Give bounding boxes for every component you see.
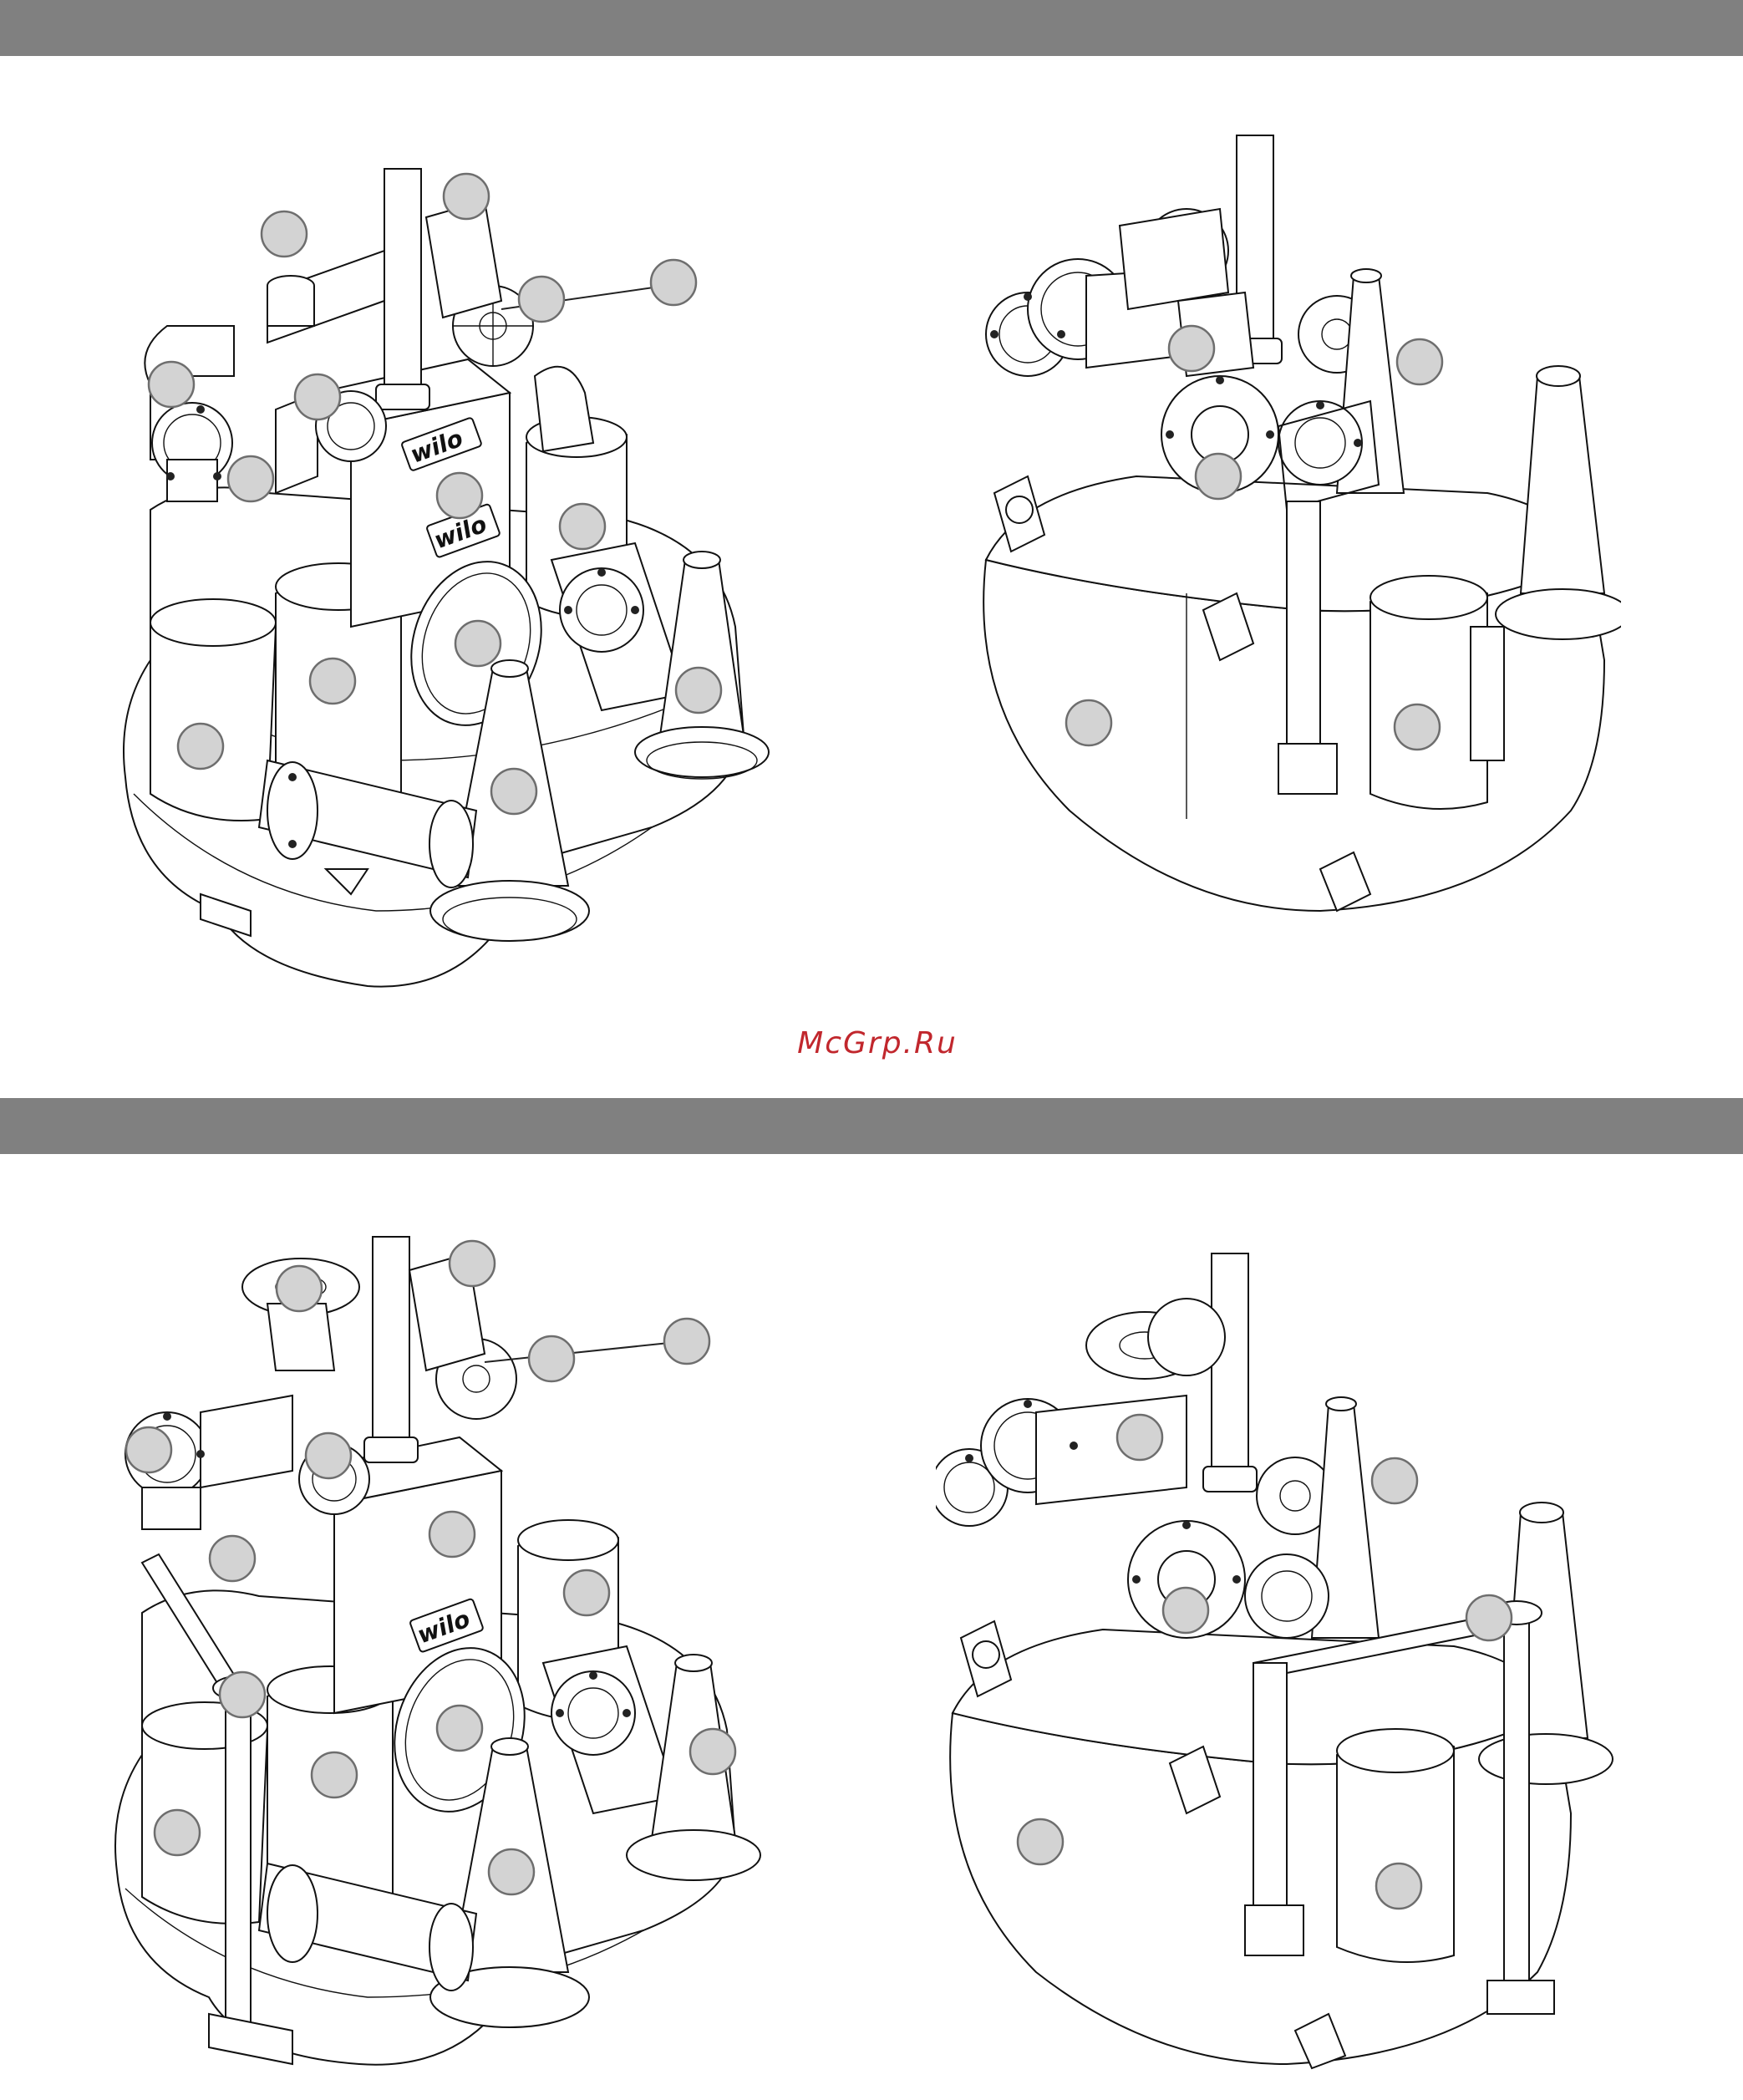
callout-5 xyxy=(126,1427,171,1472)
callout-13 xyxy=(178,724,223,769)
callout-10 xyxy=(455,621,501,666)
callout-14 xyxy=(491,769,536,814)
callout-6 xyxy=(295,374,340,419)
callout-7 xyxy=(210,1536,255,1581)
discharge-pipe xyxy=(384,169,421,394)
callout-4 xyxy=(664,1319,709,1364)
callout-1 xyxy=(1169,326,1214,371)
callout-5 xyxy=(1395,704,1440,750)
callout-8 xyxy=(437,473,482,518)
callout-12 xyxy=(676,668,721,713)
callout-5 xyxy=(1018,1819,1063,1864)
callout-13 xyxy=(312,1752,357,1797)
vent-cone-right xyxy=(1521,376,1604,593)
watermark: McGrp.Ru xyxy=(752,1026,1003,1060)
callout-8 xyxy=(429,1512,475,1557)
callout-2 xyxy=(1397,339,1442,384)
callout-9 xyxy=(564,1570,609,1615)
callout-11 xyxy=(437,1706,482,1751)
callout-12 xyxy=(690,1729,735,1774)
callout-2 xyxy=(1372,1458,1417,1503)
callout-15 xyxy=(489,1849,534,1894)
callout-11 xyxy=(310,658,355,704)
header-band-top xyxy=(0,0,1743,56)
callout-5 xyxy=(149,362,194,407)
callout-2 xyxy=(450,1241,495,1286)
callout-7 xyxy=(228,456,273,501)
discharge-pipe xyxy=(373,1237,409,1446)
callout-1 xyxy=(277,1266,322,1311)
callout-6 xyxy=(306,1433,351,1478)
callout-6 xyxy=(1376,1864,1421,1909)
figure-rear-view-top xyxy=(969,125,1621,928)
header-band-middle xyxy=(0,1098,1743,1154)
callout-3 xyxy=(1466,1595,1512,1640)
figure-rear-view-bottom xyxy=(936,1245,1654,2072)
callout-2 xyxy=(444,174,489,219)
callout-1 xyxy=(1117,1415,1162,1460)
callout-3 xyxy=(529,1336,574,1381)
callout-4 xyxy=(1066,700,1111,745)
callout-14 xyxy=(155,1810,200,1855)
callout-4 xyxy=(651,260,696,305)
callout-10 xyxy=(220,1672,265,1717)
discharge-pipe xyxy=(1212,1253,1248,1479)
callout-3 xyxy=(1196,454,1241,499)
figure-front-view-bottom: wilo xyxy=(92,1228,794,2081)
callout-1 xyxy=(262,211,307,257)
callout-4 xyxy=(1163,1588,1208,1633)
figure-front-view-top: wilo wilo xyxy=(100,159,802,1011)
callout-3 xyxy=(519,277,564,322)
callout-9 xyxy=(560,504,605,549)
